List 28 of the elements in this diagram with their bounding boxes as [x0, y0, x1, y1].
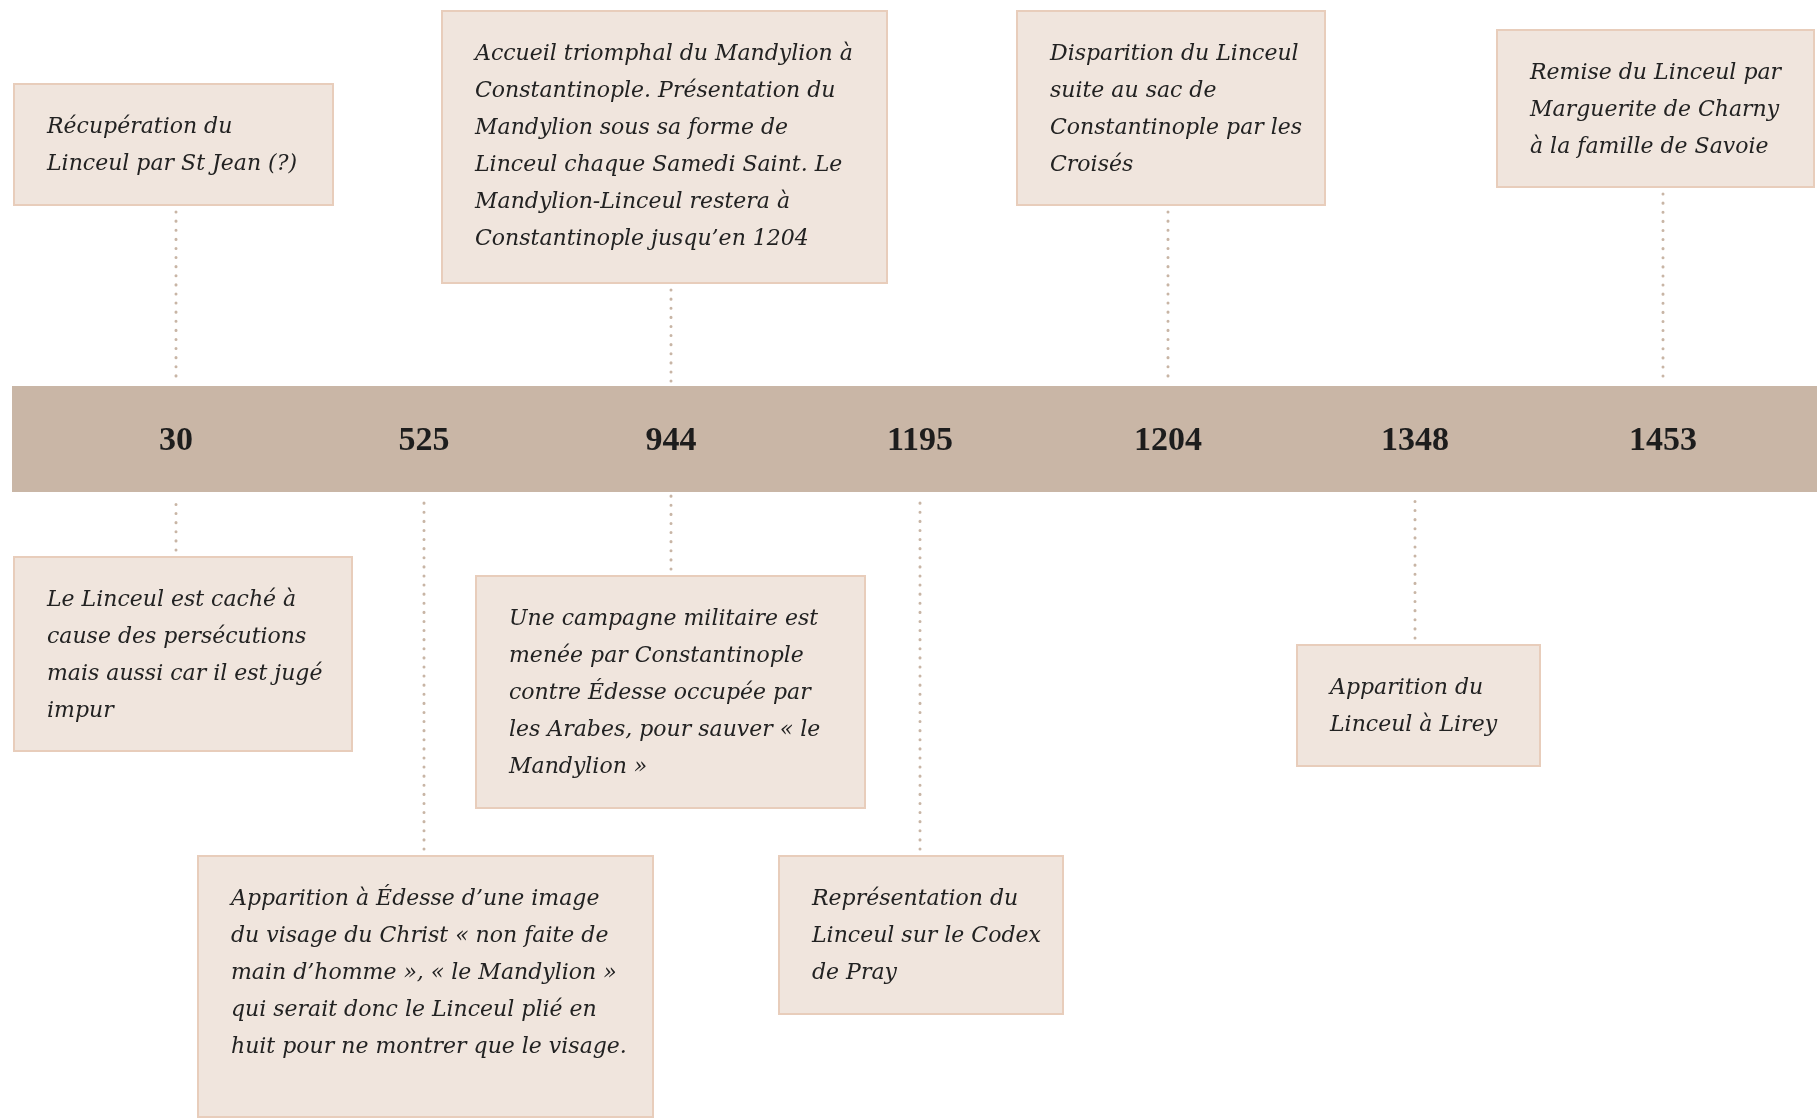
year-label: 1348: [1355, 386, 1475, 492]
event-text: Remise du Linceul par Marguerite de Charny à la famille de Savoie: [1530, 58, 1783, 160]
year-label: 30: [116, 386, 236, 492]
event-text: Une campagne militaire est menée par Constantinople contre Édesse occupée par les Arabes, pour sauver « le Mandylion »: [509, 604, 822, 780]
leader-line: [669, 494, 673, 571]
year-label: 1453: [1603, 386, 1723, 492]
event-box: [197, 855, 654, 1118]
leader-line: [669, 288, 673, 384]
event-text: Apparition à Édesse d’une image du visage du Christ « non faite de main d’homme », « le Mandylion » qui serait donc le Linceul plié en huit pour ne montrer que le visage.: [231, 883, 628, 1060]
event-text: Apparition du Linceul à Lirey: [1330, 673, 1499, 738]
event-box: [1296, 644, 1541, 767]
event-box: [475, 575, 866, 809]
event-text: Récupération du Linceul par St Jean (?): [47, 112, 299, 177]
year-label: 1195: [860, 386, 980, 492]
event-box: [441, 10, 888, 284]
year-label: 1204: [1108, 386, 1228, 492]
event-text: Le Linceul est caché à cause des persécutions mais aussi car il est jugé impur: [47, 585, 324, 724]
event-box: [13, 83, 334, 206]
event-text: Représentation du Linceul sur le Codex de Pray: [812, 884, 1042, 986]
event-text: Disparition du Linceul suite au sac de Constantinople par les Croisés: [1050, 39, 1304, 178]
event-box: [13, 556, 353, 752]
event-box: [1496, 29, 1815, 188]
year-label: 525: [364, 386, 484, 492]
year-label: 944: [611, 386, 731, 492]
timeline-band: [12, 386, 1817, 492]
event-box: [1016, 10, 1326, 206]
event-text: Accueil triomphal du Mandylion à Constantinople. Présentation du Mandylion sous sa forme de Linceul chaque Samedi Saint. Le Mandylion-Linceul restera à Constantinople jusqu’en 1204: [475, 39, 854, 252]
event-box: [778, 855, 1064, 1015]
